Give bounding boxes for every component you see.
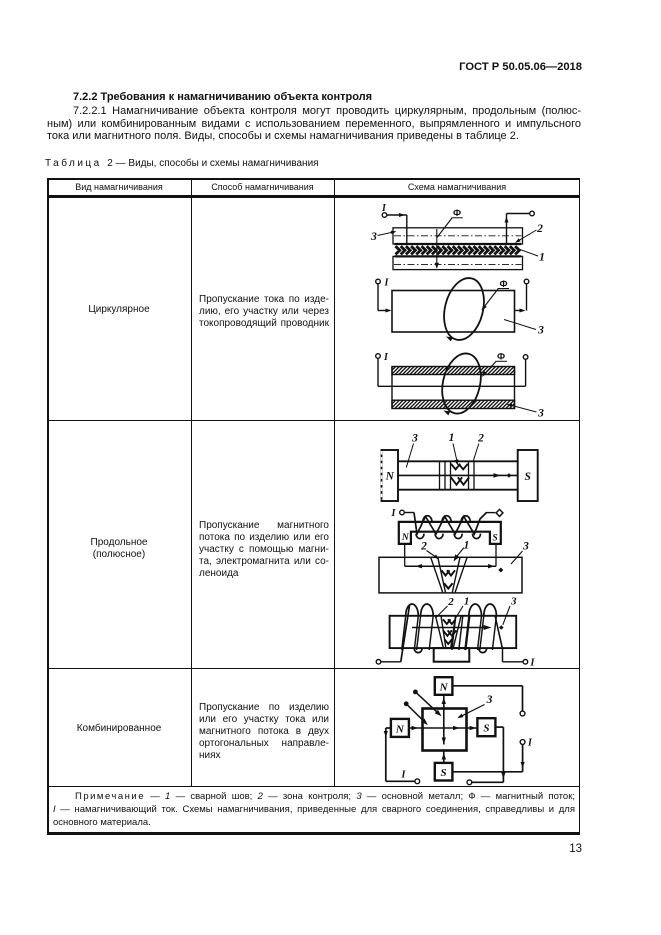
svg-text:2: 2: [447, 596, 454, 608]
svg-text:1: 1: [464, 596, 470, 608]
svg-text:3: 3: [370, 231, 377, 243]
svg-text:3: 3: [537, 325, 544, 337]
svg-text:N: N: [439, 681, 449, 693]
svg-text:Ф: Ф: [499, 279, 507, 290]
svg-text:3: 3: [537, 408, 544, 420]
svg-text:Ф: Ф: [497, 352, 505, 363]
svg-text:2: 2: [536, 223, 543, 235]
svg-text:N: N: [401, 533, 410, 543]
svg-text:1: 1: [539, 252, 545, 264]
svg-text:I: I: [381, 203, 387, 214]
svg-text:N: N: [385, 471, 395, 483]
svg-text:2: 2: [420, 541, 427, 553]
svg-text:I: I: [391, 508, 397, 519]
svg-text:S: S: [441, 767, 447, 779]
svg-text:3: 3: [486, 694, 493, 706]
svg-text:1: 1: [464, 540, 470, 552]
svg-text:I: I: [384, 278, 390, 289]
svg-text:3: 3: [522, 541, 529, 553]
svg-text:S: S: [483, 723, 489, 735]
svg-text:I: I: [530, 658, 536, 669]
svg-text:3: 3: [510, 596, 517, 608]
svg-text:2: 2: [477, 433, 484, 445]
svg-text:S: S: [524, 471, 530, 483]
svg-text:S: S: [492, 534, 497, 544]
svg-text:N: N: [395, 723, 405, 735]
svg-text:3: 3: [411, 433, 418, 445]
svg-text:1: 1: [449, 432, 455, 444]
svg-text:Ф: Ф: [453, 208, 461, 219]
svg-text:I: I: [401, 770, 407, 781]
svg-text:I: I: [383, 352, 389, 363]
svg-text:I: I: [527, 738, 533, 749]
